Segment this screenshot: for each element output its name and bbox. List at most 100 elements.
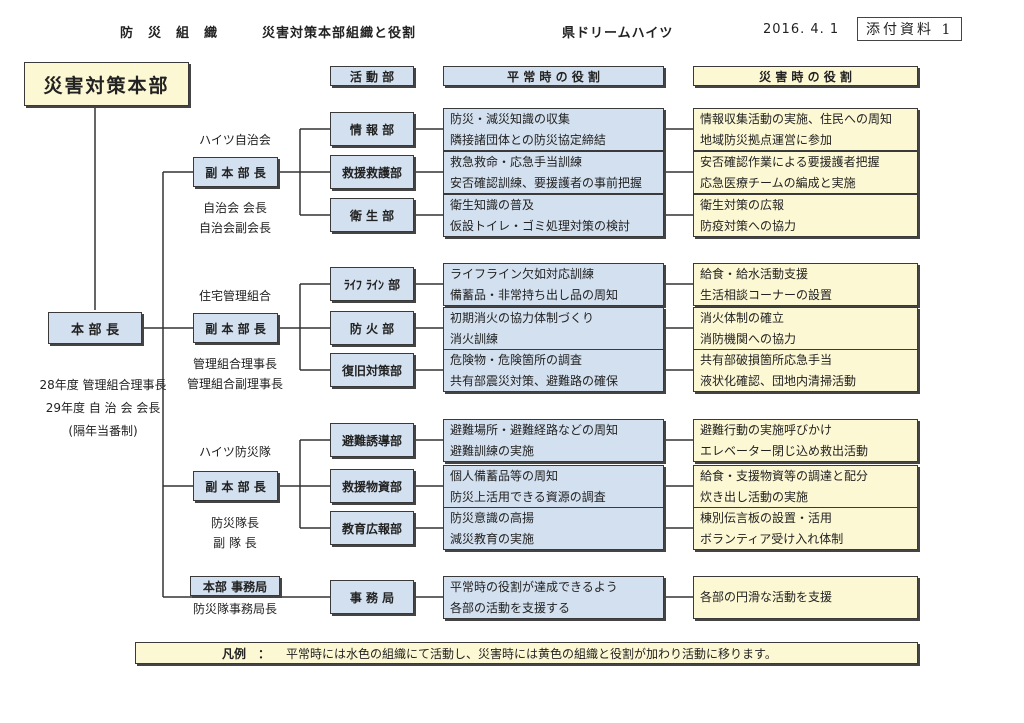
group-3-member-1: 防災隊長 — [210, 516, 259, 530]
header-normal-role: 平 常 時 の 役 割 — [443, 66, 664, 86]
normal-role-line: 衛生知識の普及 — [450, 197, 535, 212]
disaster-role-line: 情報収集活動の実施、住民への周知 — [700, 111, 893, 126]
disaster-role-box: 情報収集活動の実施、住民への周知 地域防災拠点運営に参加 — [693, 108, 918, 151]
normal-role-box: 個人備蓄品等の周知 防災上活用できる資源の調査 — [443, 465, 664, 508]
disaster-role-line: 消防機関への協力 — [700, 331, 797, 346]
normal-role-box: ライフライン欠如対応訓練 備蓄品・非常持ち出し品の周知 — [443, 263, 664, 306]
attachment-stamp: 添付資料 1 — [857, 17, 963, 41]
disaster-role-line: 炊き出し活動の実施 — [700, 489, 809, 504]
organization-name: 県ドリームハイツ — [562, 26, 674, 41]
group-1-member-1: 自治会 会長 — [203, 201, 267, 215]
normal-role-line: 備蓄品・非常持ち出し品の周知 — [450, 287, 619, 302]
disaster-role-line: 安否確認作業による要援護者把握 — [700, 154, 880, 169]
office-member: 防災隊事務局長 — [192, 602, 277, 616]
normal-role-line: 平常時の役割が達成できるよう — [450, 579, 618, 594]
hq-title-box: 災害対策本部 — [24, 62, 189, 106]
normal-role-line: 消火訓練 — [450, 331, 499, 346]
group-2-member-2: 管理組合副理事長 — [186, 377, 283, 391]
disaster-role-box: 給食・給水活動支援 生活相談コーナーの設置 — [693, 263, 918, 306]
disaster-role-line: 給食・給水活動支援 — [700, 266, 809, 281]
header-disaster-role: 災 害 時 の 役 割 — [693, 66, 918, 86]
normal-role-box: 防災・減災知識の収集 隣接諸団体との防災協定締結 — [443, 108, 664, 151]
dept-box: ﾗｲﾌ ﾗｲﾝ 部 — [330, 267, 414, 301]
normal-role-line: 救急救命・応急手当訓練 — [450, 154, 583, 169]
disaster-role-box: 避難行動の実施呼びかけ エレベーター閉じ込め救出活動 — [693, 419, 918, 462]
dept-box: 避難誘導部 — [330, 423, 414, 457]
disaster-role-line: 棟別伝言板の設置・活用 — [700, 510, 833, 525]
normal-role-box: 防災意識の高揚 減災教育の実施 — [443, 507, 664, 550]
group-3-vice-chief: 副 本 部 長 — [193, 471, 278, 501]
disaster-role-line: 防疫対策への協力 — [700, 218, 797, 233]
disaster-role-line: ボランティア受け入れ体制 — [700, 531, 844, 546]
disaster-role-line: エレベーター閉じ込め救出活動 — [700, 443, 869, 458]
chief-box: 本 部 長 — [48, 312, 142, 344]
group-3-member-2: 副 隊 長 — [213, 536, 257, 550]
chief-note-2: 29年度 自 治 会 会長 — [45, 401, 161, 415]
disaster-role-box: 棟別伝言板の設置・活用 ボランティア受け入れ体制 — [693, 507, 918, 550]
normal-role-box: 危険物・危険箇所の調査 共有部震災対策、避難路の確保 — [443, 349, 664, 392]
normal-role-box: 避難場所・避難経路などの周知 避難訓練の実施 — [443, 419, 664, 462]
normal-role-line: 共有部震災対策、避難路の確保 — [450, 373, 619, 388]
disaster-role-line: 衛生対策の広報 — [700, 197, 785, 212]
dept-box: 防 火 部 — [330, 311, 414, 345]
document-date: 2016. 4. 1 — [763, 22, 840, 37]
disaster-role-line: 共有部破損箇所応急手当 — [700, 352, 833, 367]
header-dept: 活 動 部 — [330, 66, 414, 86]
normal-role-line: 防災上活用できる資源の調査 — [450, 489, 606, 504]
disaster-role-box: 衛生対策の広報 防疫対策への協力 — [693, 194, 918, 237]
normal-role-line: 減災教育の実施 — [450, 531, 535, 546]
group-2-vice-chief: 副 本 部 長 — [193, 313, 278, 343]
disaster-role-line: 液状化確認、団地内清掃活動 — [700, 373, 857, 388]
dept-box: 救援救護部 — [330, 155, 414, 189]
normal-role-line: 個人備蓄品等の周知 — [450, 468, 559, 483]
group-3-org: ハイツ防災隊 — [199, 445, 271, 459]
normal-role-box: 衛生知識の普及 仮設トイレ・ゴミ処理対策の検討 — [443, 194, 664, 237]
normal-role-box: 救急救命・応急手当訓練 安否確認訓練、要援護者の事前把握 — [443, 151, 664, 194]
office-box: 本部 事務局 — [190, 576, 280, 596]
disaster-role-line: 応急医療チームの編成と実施 — [700, 175, 856, 190]
normal-role-line: 危険物・危険箇所の調査 — [450, 352, 583, 367]
group-1-member-2: 自治会副会長 — [198, 221, 271, 235]
normal-role-line: 避難場所・避難経路などの周知 — [450, 422, 619, 437]
dept-box: 教育広報部 — [330, 511, 414, 545]
normal-role-line: ライフライン欠如対応訓練 — [450, 266, 595, 281]
office-normal-role-box: 平常時の役割が達成できるよう 各部の活動を支援する — [443, 576, 664, 619]
group-1-org: ハイツ自治会 — [199, 133, 271, 147]
group-2-member-1: 管理組合理事長 — [192, 357, 277, 371]
disaster-role-line: 生活相談コーナーの設置 — [700, 287, 833, 302]
group-1-vice-chief: 副 本 部 長 — [193, 157, 278, 187]
normal-role-line: 避難訓練の実施 — [450, 443, 535, 458]
normal-role-box: 初期消火の協力体制づくり 消火訓練 — [443, 307, 664, 350]
normal-role-line: 防災・減災知識の収集 — [450, 111, 571, 126]
disaster-role-line: 地域防災拠点運営に参加 — [700, 132, 833, 147]
dept-box: 情 報 部 — [330, 112, 414, 146]
disaster-role-box: 共有部破損箇所応急手当 液状化確認、団地内清掃活動 — [693, 349, 918, 392]
legend-text: 平常時には水色の組織にて活動し、災害時には黄色の組織と役割が加わり活動に移ります… — [286, 646, 777, 661]
normal-role-line: 防災意識の高揚 — [450, 510, 535, 525]
group-2-org: 住宅管理組合 — [198, 289, 271, 303]
chief-note-3: (隔年当番制) — [68, 424, 138, 438]
document-title: 防 災 組 織 — [120, 26, 219, 41]
disaster-role-line: 消火体制の確立 — [700, 310, 785, 325]
normal-role-line: 仮設トイレ・ゴミ処理対策の検討 — [450, 218, 631, 233]
disaster-role-line: 給食・支援物資等の調達と配分 — [700, 468, 869, 483]
normal-role-line: 初期消火の協力体制づくり — [450, 310, 595, 325]
dept-box: 復旧対策部 — [330, 353, 414, 387]
normal-role-line: 各部の活動を支援する — [450, 600, 571, 615]
office-dept-box: 事 務 局 — [330, 580, 414, 614]
document-subtitle: 災害対策本部組織と役割 — [262, 26, 417, 41]
disaster-role-box: 安否確認作業による要援護者把握 応急医療チームの編成と実施 — [693, 151, 918, 194]
disaster-role-box: 給食・支援物資等の調達と配分 炊き出し活動の実施 — [693, 465, 918, 508]
dept-box: 救援物資部 — [330, 469, 414, 503]
normal-role-line: 隣接諸団体との防災協定締結 — [450, 132, 606, 147]
normal-role-line: 安否確認訓練、要援護者の事前把握 — [450, 175, 643, 190]
disaster-role-line: 各部の円滑な活動を支援 — [700, 590, 833, 604]
chief-note-1: 28年度 管理組合理事長 — [39, 378, 167, 392]
legend-key: 凡例 ： — [222, 646, 271, 661]
office-disaster-role-box: 各部の円滑な活動を支援 — [693, 576, 918, 619]
legend-box: 凡例 ： 平常時には水色の組織にて活動し、災害時には黄色の組織と役割が加わり活動… — [135, 642, 918, 664]
dept-box: 衛 生 部 — [330, 198, 414, 232]
disaster-role-line: 避難行動の実施呼びかけ — [700, 422, 833, 437]
disaster-role-box: 消火体制の確立 消防機関への協力 — [693, 307, 918, 350]
